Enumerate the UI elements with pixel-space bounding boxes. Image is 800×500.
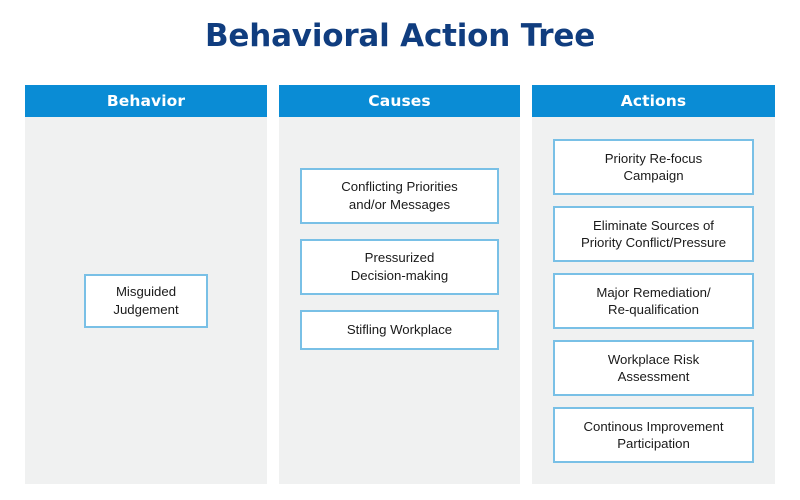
columns-container: Behavior Misguided Judgement Causes Conf…: [25, 85, 775, 484]
column-body-behavior: Misguided Judgement: [25, 117, 267, 484]
column-behavior: Behavior Misguided Judgement: [25, 85, 267, 484]
card-label: Pressurized Decision-making: [350, 250, 449, 283]
card-conflicting-priorities[interactable]: Conflicting Priorities and/or Messages: [300, 167, 499, 224]
column-causes: Causes Conflicting Priorities and/or Mes…: [279, 85, 520, 484]
card-label: Stifling Workplace: [346, 321, 453, 337]
column-header-causes: Causes: [279, 85, 520, 117]
card-major-remediation-requalification[interactable]: Major Remediation/ Re-qualification: [553, 273, 754, 329]
card-priority-refocus-campaign[interactable]: Priority Re-focus Campaign: [553, 139, 754, 195]
card-label: Major Remediation/ Re-qualification: [596, 284, 711, 317]
card-spacer: [553, 329, 754, 340]
card-spacer: [553, 396, 754, 407]
card-label: Conflicting Priorities and/or Messages: [341, 179, 458, 212]
card-continous-improvement-participation[interactable]: Continous Improvement Participation: [553, 407, 754, 463]
column-body-actions: Priority Re-focus Campaign Eliminate Sou…: [532, 117, 775, 484]
card-label: Workplace Risk Assessment: [607, 351, 700, 384]
card-pressurized-decision-making[interactable]: Pressurized Decision-making: [300, 238, 499, 295]
column-header-actions: Actions: [532, 85, 775, 117]
page-title: Behavioral Action Tree: [204, 18, 596, 54]
card-spacer: [300, 295, 499, 310]
card-spacer: [553, 195, 754, 206]
card-label: Misguided Judgement: [113, 284, 179, 317]
card-label: Priority Re-focus Campaign: [604, 150, 703, 183]
card-label: Eliminate Sources of Priority Conflict/P…: [580, 217, 727, 250]
card-eliminate-sources-of-priority-conflict[interactable]: Eliminate Sources of Priority Conflict/P…: [553, 206, 754, 262]
column-body-causes: Conflicting Priorities and/or Messages P…: [279, 117, 520, 484]
card-misguided-judgement[interactable]: Misguided Judgement: [84, 273, 208, 328]
card-workplace-risk-assessment[interactable]: Workplace Risk Assessment: [553, 340, 754, 396]
card-spacer: [300, 224, 499, 239]
column-header-behavior: Behavior: [25, 85, 267, 117]
column-actions: Actions Priority Re-focus Campaign Elimi…: [532, 85, 775, 484]
card-spacer: [553, 262, 754, 273]
card-stifling-workplace[interactable]: Stifling Workplace: [300, 309, 499, 350]
card-label: Continous Improvement Participation: [583, 418, 724, 451]
